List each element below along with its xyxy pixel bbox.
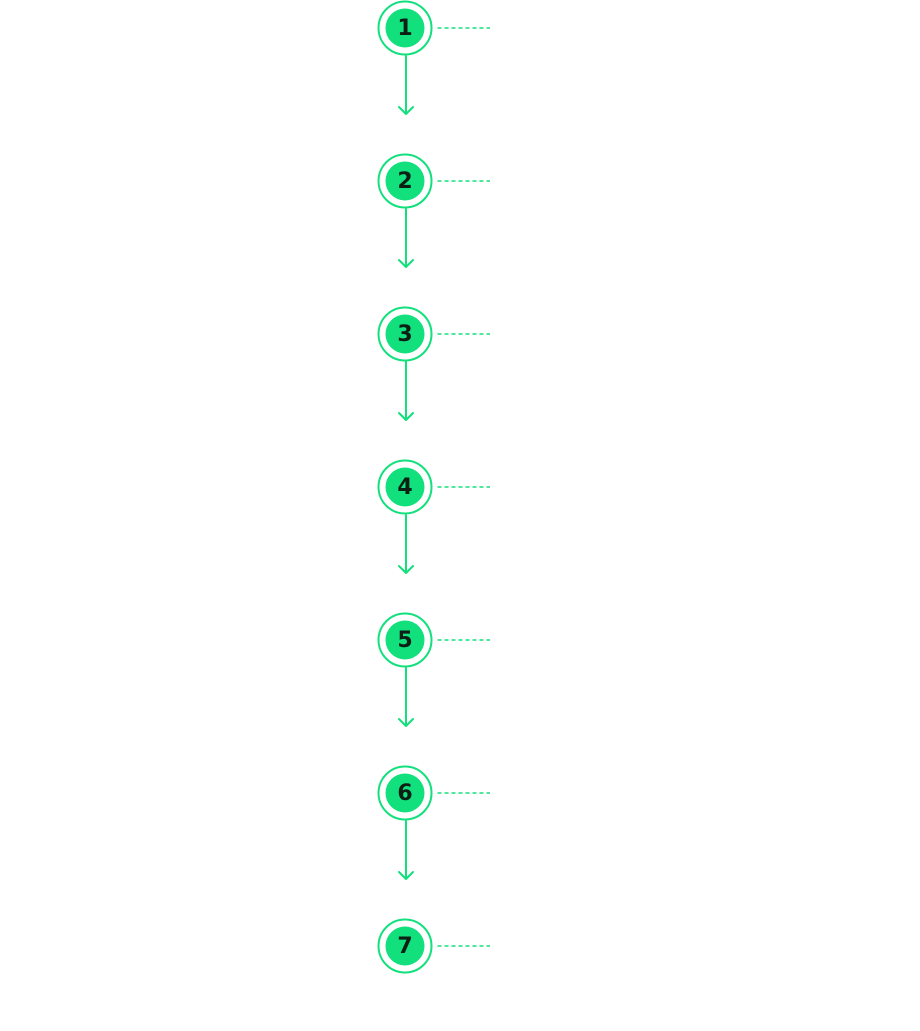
step-inner-disc (385, 8, 425, 48)
step-node: 6 (377, 765, 490, 821)
step-number: 1 (397, 16, 412, 41)
step-number: 4 (397, 475, 412, 500)
step-inner-disc (385, 620, 425, 660)
step-number: 7 (397, 934, 412, 959)
arrow-head (398, 106, 414, 115)
step-number: 6 (397, 781, 412, 806)
step-inner-disc (385, 161, 425, 201)
down-arrow-icon (398, 55, 414, 115)
step-node: 2 (377, 153, 490, 209)
step-node: 1 (377, 0, 490, 56)
step-node: 3 (377, 306, 490, 362)
down-arrow-icon (398, 820, 414, 880)
step-number: 2 (397, 169, 412, 194)
arrow-head (398, 565, 414, 574)
down-arrow-icon (398, 361, 414, 421)
arrow-head (398, 718, 414, 727)
step-number: 5 (397, 628, 412, 653)
step-inner-disc (385, 467, 425, 507)
steps-layer: 1 2 3 4 5 6 7 (377, 0, 490, 974)
arrow-head (398, 871, 414, 880)
step-node: 7 (377, 918, 490, 974)
step-node: 4 (377, 459, 490, 515)
arrow-head (398, 259, 414, 268)
step-node: 5 (377, 612, 490, 668)
down-arrow-icon (398, 514, 414, 574)
step-inner-disc (385, 314, 425, 354)
arrow-head (398, 412, 414, 421)
down-arrow-icon (398, 208, 414, 268)
down-arrow-icon (398, 667, 414, 727)
step-inner-disc (385, 773, 425, 813)
step-inner-disc (385, 926, 425, 966)
step-number: 3 (397, 322, 412, 347)
